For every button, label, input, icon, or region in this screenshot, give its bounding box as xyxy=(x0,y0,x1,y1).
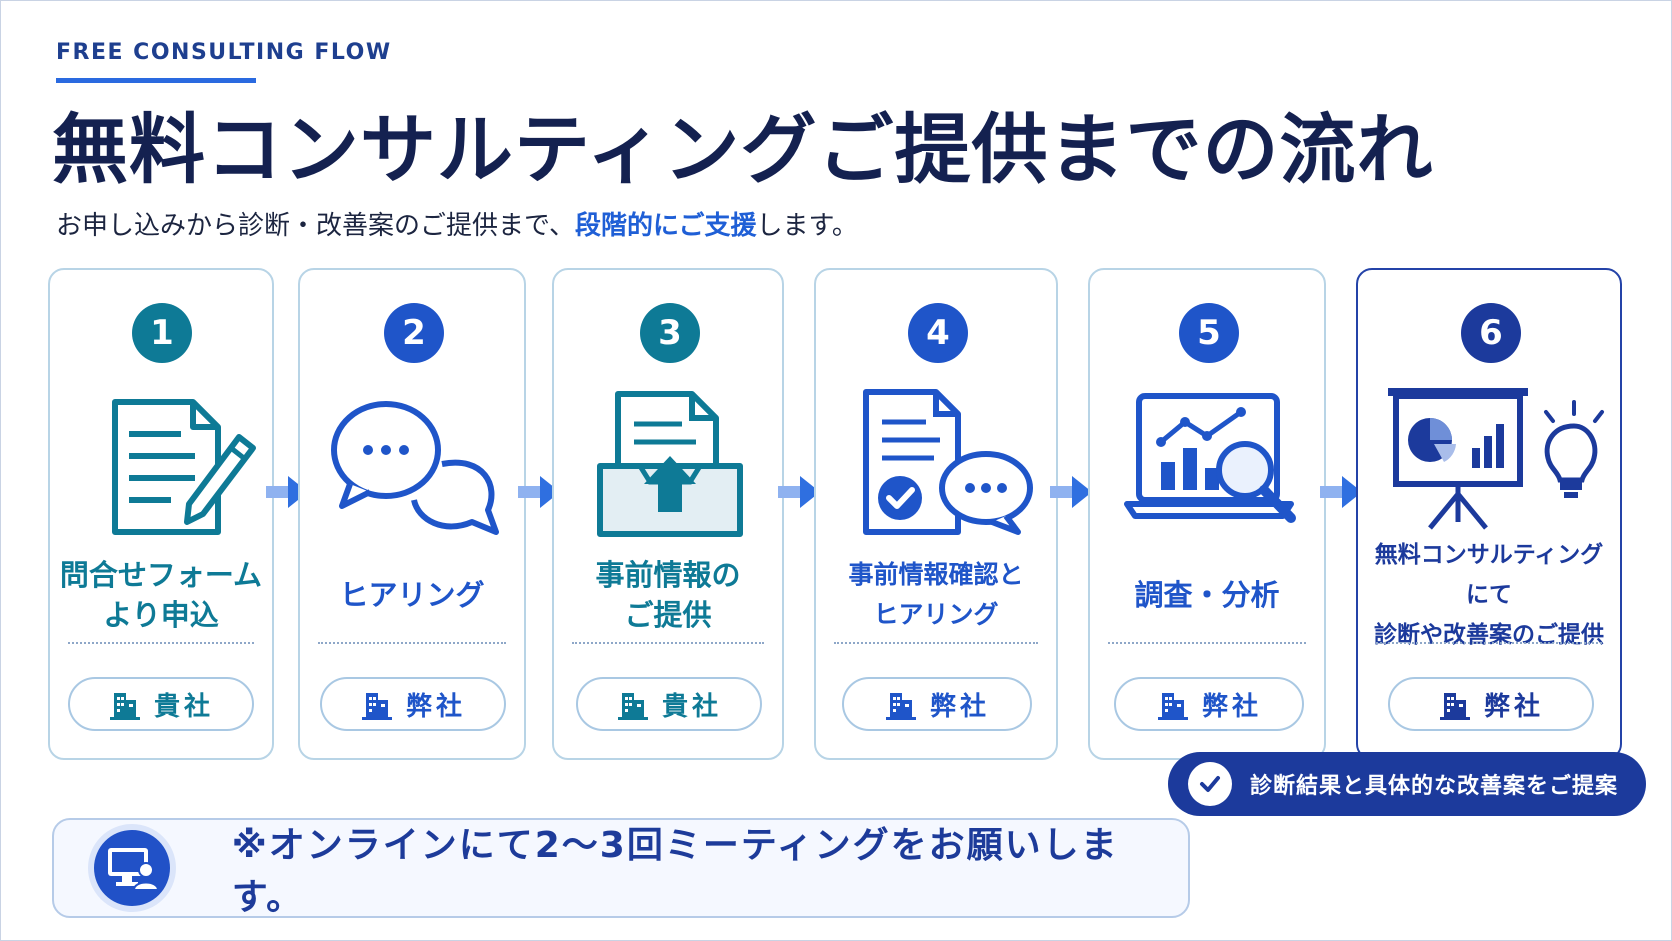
dotted-divider xyxy=(68,642,254,644)
check-circle-icon xyxy=(1188,762,1232,806)
step-number-badge: 2 xyxy=(384,303,444,363)
step-card-4: 4 事前情報確認と ヒアリング 弊社 xyxy=(814,268,1058,760)
arrow-right-icon xyxy=(778,476,820,508)
arrow-right-icon xyxy=(518,476,560,508)
step-number-badge: 4 xyxy=(908,303,968,363)
party-label: 貴社 xyxy=(153,691,214,722)
party-label: 弊社 xyxy=(1483,691,1544,722)
building-icon xyxy=(361,693,392,720)
step-label: 無料コンサルティングにて 診断や改善案のご提供 xyxy=(1374,542,1604,648)
building-icon xyxy=(1157,693,1188,720)
building-icon xyxy=(617,693,648,720)
dotted-divider xyxy=(1376,642,1602,644)
step-card-1: 1 問合せフォーム より申込 貴社 xyxy=(48,268,274,760)
party-label: 弊社 xyxy=(405,691,466,722)
step-card-2: 2 ヒアリング 弊社 xyxy=(298,268,526,760)
step-card-5: 5 調査・分析 弊社 xyxy=(1088,268,1326,760)
proposal-badge-label: 診断結果と具体的な改善案をご提案 xyxy=(1250,774,1619,799)
party-pill: 弊社 xyxy=(1388,677,1594,731)
online-meeting-text: ※オンラインにて2～3回ミーティングをお願いします。 xyxy=(231,825,1119,918)
dotted-divider xyxy=(1108,642,1306,644)
step-number-badge: 3 xyxy=(640,303,700,363)
step-label: 問合せフォーム より申込 xyxy=(59,558,263,632)
party-label: 弊社 xyxy=(1201,691,1262,722)
building-icon xyxy=(109,693,140,720)
form-pen-icon xyxy=(63,382,263,542)
subtitle-highlight: 段階的にご支援 xyxy=(574,211,757,241)
step-label: ヒアリング xyxy=(339,578,485,612)
eyebrow-label: FREE CONSULTING FLOW xyxy=(56,40,392,65)
arrow-right-icon xyxy=(1320,476,1362,508)
page-subtitle: お申し込みから診断・改善案のご提供まで、段階的にご支援します。 xyxy=(56,208,858,244)
party-pill: 弊社 xyxy=(320,677,506,731)
page-title: 無料コンサルティングご提供までの流れ xyxy=(52,105,1434,194)
chat-bubbles-icon xyxy=(314,382,514,542)
dotted-divider xyxy=(572,642,764,644)
step-card-6: 6 無料コンサルティングにて 診断や改善案のご提供 xyxy=(1356,268,1622,760)
online-meeting-note: ※オンラインにて2～3回ミーティングをお願いします。 xyxy=(52,818,1190,918)
party-label: 貴社 xyxy=(661,691,722,722)
arrow-right-icon xyxy=(1050,476,1092,508)
building-icon xyxy=(885,693,916,720)
party-pill: 弊社 xyxy=(842,677,1032,731)
step-label: 調査・分析 xyxy=(1134,578,1280,612)
step-label: 事前情報の ご提供 xyxy=(595,558,741,632)
building-icon xyxy=(1439,693,1470,720)
step-label: 事前情報確認と ヒアリング xyxy=(848,560,1024,629)
presentation-lightbulb-icon xyxy=(1378,382,1608,542)
document-check-chat-icon xyxy=(838,382,1038,542)
online-meeting-icon xyxy=(88,824,176,912)
party-pill: 弊社 xyxy=(1114,677,1304,731)
step-number-badge: 5 xyxy=(1179,303,1239,363)
laptop-analysis-icon xyxy=(1109,382,1309,542)
proposal-badge: 診断結果と具体的な改善案をご提案 xyxy=(1168,752,1646,816)
party-label: 弊社 xyxy=(929,691,990,722)
dotted-divider xyxy=(834,642,1038,644)
subtitle-text-post: します。 xyxy=(756,211,858,241)
step-number-badge: 6 xyxy=(1461,303,1521,363)
step-number-badge: 1 xyxy=(132,303,192,363)
step-card-3: 3 事前情報の ご提供 貴社 xyxy=(552,268,784,760)
document-upload-icon xyxy=(570,382,770,542)
party-pill: 貴社 xyxy=(576,677,762,731)
dotted-divider xyxy=(318,642,506,644)
party-pill: 貴社 xyxy=(68,677,254,731)
eyebrow-underline xyxy=(56,78,256,83)
subtitle-text-pre: お申し込みから診断・改善案のご提供まで、 xyxy=(56,211,575,241)
